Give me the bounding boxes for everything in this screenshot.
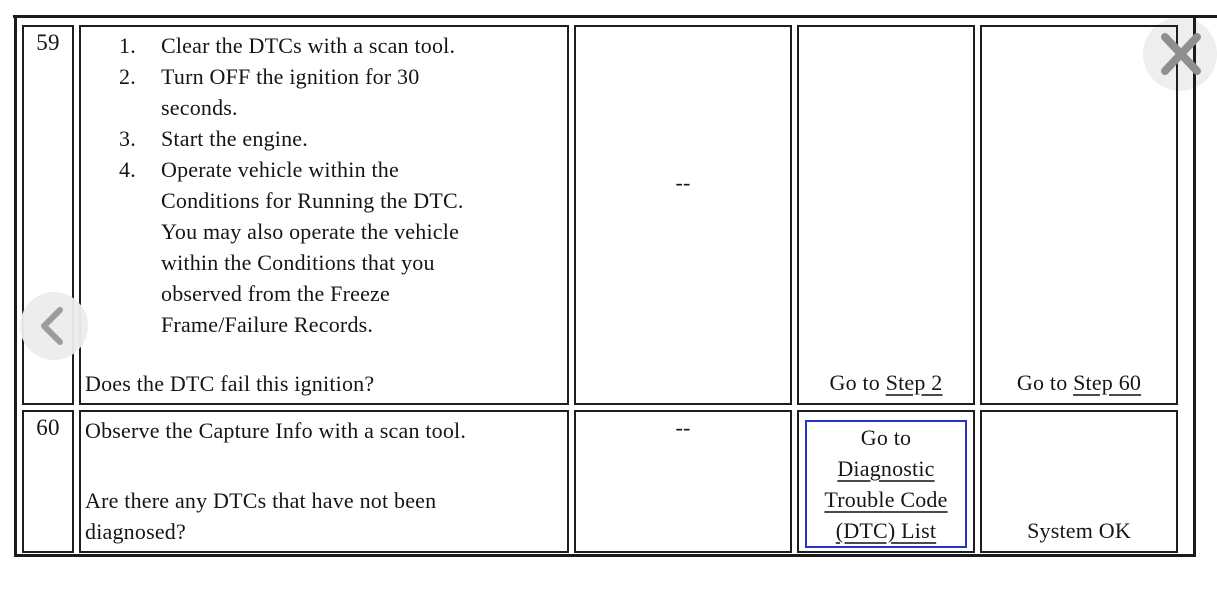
goto-prefix: Go to bbox=[1016, 370, 1074, 395]
value-cell: -- bbox=[574, 25, 792, 405]
close-button[interactable] bbox=[1143, 17, 1217, 91]
goto-step-60-link[interactable]: Go to Step 60 bbox=[1017, 367, 1141, 398]
list-item: 2. Turn OFF the ignition for 30 seconds. bbox=[85, 61, 563, 123]
value-dashes: -- bbox=[675, 415, 691, 440]
close-icon bbox=[1161, 33, 1201, 75]
value-cell: -- bbox=[574, 410, 792, 553]
step-number-cell: 60 bbox=[22, 410, 74, 553]
list-text: Turn OFF the ignition for 30 seconds. bbox=[161, 64, 420, 120]
yes-result-cell: Go to Step 2 bbox=[797, 25, 975, 405]
goto-target[interactable]: Diagnostic Trouble Code (DTC) List bbox=[824, 456, 948, 543]
goto-step-2-link[interactable]: Go to Step 2 bbox=[829, 367, 942, 398]
question-text: Are there any DTCs that have not been di… bbox=[85, 488, 437, 544]
diagnostic-steps-table: 59 1. Clear the DTCs with a scan tool. 2… bbox=[17, 20, 1183, 558]
goto-prefix: Go to bbox=[860, 425, 912, 450]
goto-target[interactable]: Step 2 bbox=[885, 370, 943, 395]
action-text: Observe the Capture Info with a scan too… bbox=[85, 418, 467, 443]
list-item: 4. Operate vehicle within the Conditions… bbox=[85, 154, 563, 340]
list-number: 1. bbox=[119, 33, 136, 58]
list-item: 1. Clear the DTCs with a scan tool. bbox=[85, 30, 563, 61]
action-cell: 1. Clear the DTCs with a scan tool. 2. T… bbox=[79, 25, 569, 405]
yes-result-cell: Go to Diagnostic Trouble Code (DTC) List bbox=[797, 410, 975, 553]
no-result-cell: System OK bbox=[980, 410, 1178, 553]
list-text: Clear the DTCs with a scan tool. bbox=[161, 33, 456, 58]
action-cell: Observe the Capture Info with a scan too… bbox=[79, 410, 569, 553]
value-dashes: -- bbox=[675, 170, 691, 195]
dtc-list-link[interactable]: Go to Diagnostic Trouble Code (DTC) List bbox=[805, 420, 967, 548]
list-number: 2. bbox=[119, 64, 136, 89]
table-row-step-60: 60 Observe the Capture Info with a scan … bbox=[22, 410, 1178, 553]
table-row-step-59: 59 1. Clear the DTCs with a scan tool. 2… bbox=[22, 25, 1178, 405]
question-text: Does the DTC fail this ignition? bbox=[85, 371, 375, 396]
step-number: 60 bbox=[36, 415, 60, 440]
step-number: 59 bbox=[36, 30, 60, 55]
list-text: Start the engine. bbox=[161, 126, 308, 151]
goto-prefix: Go to bbox=[829, 370, 886, 395]
chevron-left-icon bbox=[41, 307, 63, 345]
goto-target[interactable]: Step 60 bbox=[1073, 370, 1142, 395]
table-frame: 59 1. Clear the DTCs with a scan tool. 2… bbox=[14, 15, 1196, 557]
list-number: 3. bbox=[119, 126, 136, 151]
no-result-cell: Go to Step 60 bbox=[980, 25, 1178, 405]
system-ok-text: System OK bbox=[1027, 518, 1131, 543]
list-text: Operate vehicle within the Conditions fo… bbox=[161, 157, 464, 337]
action-list: 1. Clear the DTCs with a scan tool. 2. T… bbox=[85, 30, 563, 340]
list-item: 3. Start the engine. bbox=[85, 123, 563, 154]
list-number: 4. bbox=[119, 157, 136, 182]
back-button[interactable] bbox=[20, 292, 88, 360]
